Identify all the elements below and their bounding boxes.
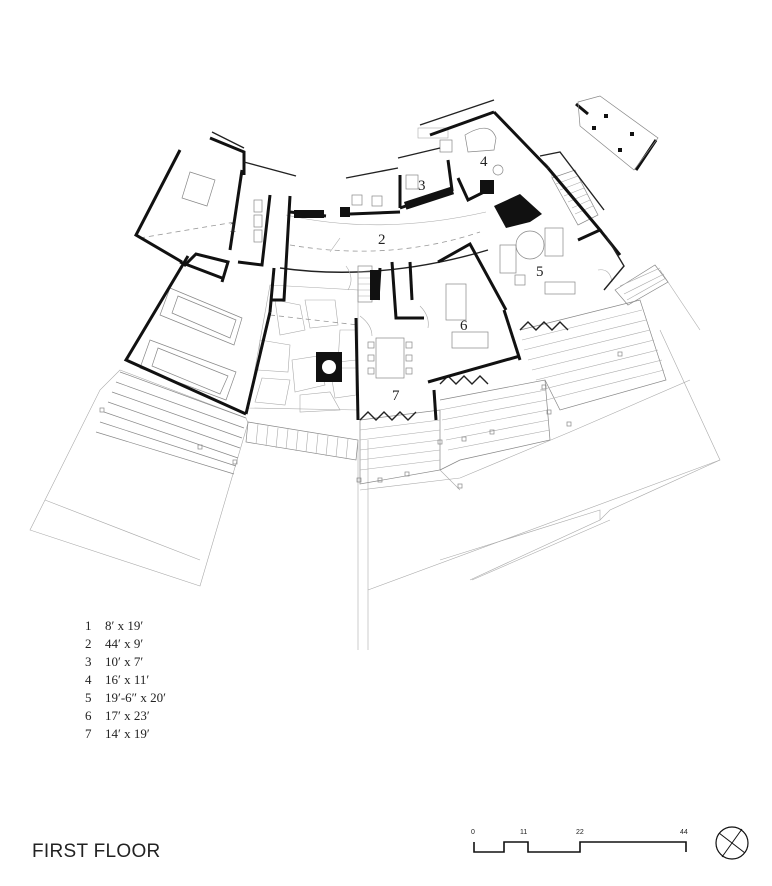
legend-num: 3: [85, 654, 92, 669]
site-lines: [29, 264, 721, 650]
room-label-5: 5: [536, 264, 544, 280]
legend-num: 5: [85, 690, 92, 705]
legend-dim: 19′-6″ x 20′: [105, 690, 166, 705]
legend-num: 2: [85, 636, 92, 651]
legend-dim: 16′ x 11′: [105, 672, 149, 687]
room-label-3: 3: [418, 178, 426, 194]
drawing-title: FIRST FLOOR: [32, 841, 161, 862]
legend-dim: 8′ x 19′: [105, 618, 143, 633]
scale-tick-44: 44: [680, 829, 688, 836]
legend-num: 1: [85, 618, 92, 633]
legend-dim: 44′ x 9′: [105, 636, 143, 651]
legend-num: 7: [85, 726, 92, 741]
legend-dim: 10′ x 7′: [105, 654, 143, 669]
room-label-7: 7: [392, 388, 400, 404]
room-label-1: 1: [229, 220, 237, 236]
room-label-2: 2: [378, 232, 386, 248]
scale-tick-22: 22: [576, 829, 584, 836]
room-label-4: 4: [480, 154, 488, 170]
legend-dim: 14′ x 19′: [105, 726, 150, 741]
legend-dim: 17′ x 23′: [105, 708, 150, 723]
walls: [123, 95, 659, 421]
legend-num: 4: [85, 672, 92, 687]
legend-num: 6: [85, 708, 92, 723]
room-labels: 1 2 3 4 5 6 7: [229, 154, 544, 404]
north-arrow-icon: [715, 826, 749, 860]
scale-tick-0: 0: [471, 829, 475, 836]
scale-bar: 0 11 22 44: [471, 829, 688, 853]
scale-tick-11: 11: [520, 829, 527, 836]
room-label-6: 6: [460, 318, 468, 334]
legend: 1 8′ x 19′ 2 44′ x 9′ 3 10′ x 7′ 4 16′ x…: [85, 618, 166, 741]
